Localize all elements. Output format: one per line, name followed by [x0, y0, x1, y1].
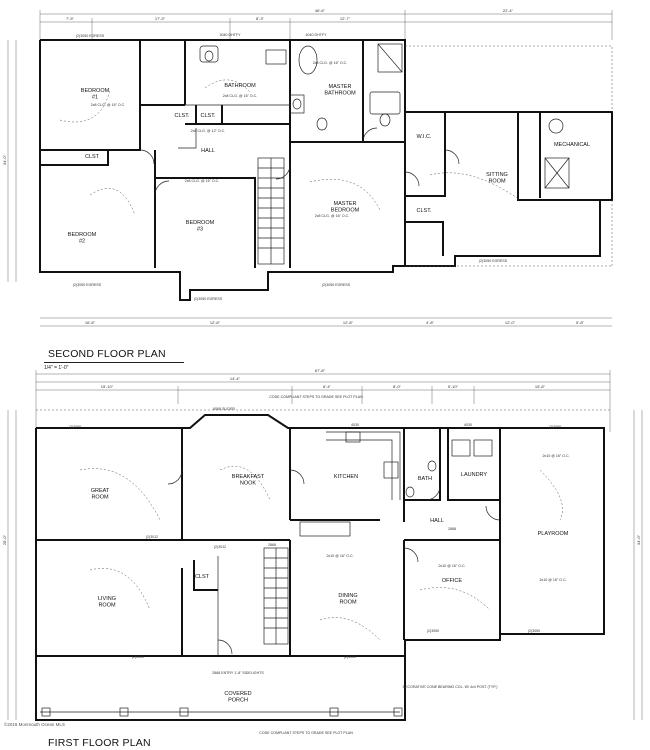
annotation-note: (2)3050 EGRESS	[76, 34, 105, 38]
annotation-note: 3040 DHTFY	[220, 33, 242, 37]
annotation-note: (2)3050 EGRESS	[322, 283, 351, 287]
annotation-note: 6068 SLIDER	[213, 407, 235, 411]
first-floor-total-width: 67'-8"	[315, 368, 326, 373]
room-label-laundry: LAUNDRY	[461, 472, 488, 478]
second-floor-dim: 4'-8"	[426, 320, 435, 325]
first-floor-dim: 8'-0"	[393, 384, 402, 389]
room-label-hall: HALL	[201, 148, 215, 154]
first-floor-dim: 15'-8"	[535, 384, 546, 389]
second-floor-plan-title: SECOND FLOOR PLAN	[48, 348, 166, 360]
annotation-note: 2868 ENTRY 1'-8" SIDELIGHTS	[212, 671, 264, 675]
first-floor-plan	[7, 370, 643, 721]
room-label-clst-a: CLST.	[175, 113, 190, 119]
first-floor-dim: 14'-4"	[230, 376, 241, 381]
second-floor-dim: 12'-8"	[210, 320, 221, 325]
room-label-office: OFFICE	[442, 578, 462, 584]
annotation-note: (2)3050	[132, 655, 144, 659]
room-label-bath: BATH	[418, 476, 432, 482]
second-floor-plan	[7, 10, 613, 327]
second-floor-dim: 7'-5"	[66, 16, 75, 21]
annotation-note: (2)3050	[344, 655, 356, 659]
second-floor-dim: 12'-8"	[343, 320, 354, 325]
first-floor-depth-right: 34'-0"	[636, 534, 641, 545]
second-floor-dim: 5'-8"	[576, 320, 585, 325]
second-floor-dim: 22'-4"	[503, 8, 514, 13]
second-floor-depth: 34'-0"	[2, 154, 7, 165]
annotation-note: 2x10 @ 16" O.C.	[539, 578, 566, 582]
room-label-bedroom2: BEDROOM#2	[68, 232, 97, 245]
second-floor-dim: 12'-7"	[340, 16, 351, 21]
room-label-playroom: PLAYROOM	[538, 531, 569, 537]
second-floor-dim: 17'-3"	[155, 16, 166, 21]
annotation-note: CODE COMPLIANT STEPS TO GRADE SEE PLOT P…	[259, 731, 353, 735]
annotation-note: 2868	[448, 527, 456, 531]
room-label-bedroom1: BEDROOM#1	[81, 88, 110, 101]
annotation-note: DECORATIVE CONE BEARING COL. W/ 4x4 POST…	[403, 685, 498, 689]
annotation-note: 2x8 CLG. @ 16" O.C.	[223, 94, 258, 98]
annotation-note: 2x10 @ 16" O.C.	[438, 564, 465, 568]
room-label-hall: HALL	[430, 518, 444, 524]
room-label-bedroom3: BEDROOM#3	[186, 220, 215, 233]
annotation-note: 2868	[268, 543, 276, 547]
annotation-note: (2)3012	[214, 545, 226, 549]
drawing-scale: 1/4" = 1'-0"	[44, 365, 69, 371]
second-floor-dim: 12'-0"	[505, 320, 516, 325]
annotation-note: 2x10 @ 16" O.C.	[326, 554, 353, 558]
room-label-clst-c: CLST	[85, 154, 100, 160]
annotation-note: (2)3012	[146, 535, 158, 539]
copyright-notice: ©2018 Monmouth Ocean MLS	[4, 722, 65, 727]
room-label-clst-b: CLST.	[201, 113, 216, 119]
annotation-note: (2)3050 EGRESS	[73, 283, 102, 287]
annotation-note: 2x8 CLG. @ 16" O.C.	[315, 214, 350, 218]
second-floor-dim: 8'-3"	[256, 16, 265, 21]
first-floor-plan-title: FIRST FLOOR PLAN	[48, 737, 151, 749]
annotation-note: (2)3050 EGRESS	[194, 297, 223, 301]
annotation-note: (2)3050 EGRESS	[479, 259, 508, 263]
annotation-note: 2x8 CLG. @ 16" O.C.	[313, 61, 348, 65]
annotation-note: 2x8 CLG. @ 12" O.C.	[191, 129, 226, 133]
room-label-clst: CLST	[195, 574, 210, 580]
annotation-note: (2)3050	[427, 629, 439, 633]
annotation-note: 4030	[351, 423, 359, 427]
first-floor-dim: 5'-10"	[448, 384, 459, 389]
annotation-note: CODE COMPLIANT STEPS TO GRADE SEE PLOT P…	[269, 395, 363, 399]
second-floor-dim: 16'-8"	[85, 320, 96, 325]
annotation-note: 4030	[464, 423, 472, 427]
room-label-clst-d: CLST.	[417, 208, 432, 214]
first-floor-dim: 15'-10"	[101, 384, 114, 389]
second-floor-notes: 3040 DHTFY 4040 DHTFY (2)3050 EGRESS (2)305…	[73, 33, 508, 301]
annotation-note: 2x8 CLG. @ 16" O.C.	[91, 103, 126, 107]
annotation-note: 2x8 CLG. @ 16" O.C.	[185, 179, 220, 183]
annotation-note: (2)3050	[528, 629, 540, 633]
annotation-note: 4040 DHTFY	[306, 33, 328, 37]
annotation-note: (2)3050	[549, 425, 561, 429]
room-label-bathroom: BATHROOM	[224, 83, 256, 89]
room-label-wic: W.I.C.	[417, 134, 432, 140]
room-label-mechanical: MECHANICAL	[554, 142, 590, 148]
annotation-note: (2)3050	[69, 425, 81, 429]
room-label-kitchen: KITCHEN	[334, 474, 358, 480]
annotation-note: 2x10 @ 16" O.C.	[542, 454, 569, 458]
title-underline	[44, 362, 184, 363]
second-floor-total-width: 46'-6"	[315, 8, 326, 13]
first-floor-dim: 8'-4"	[323, 384, 332, 389]
first-floor-depth-left: 28'-0"	[2, 534, 7, 545]
